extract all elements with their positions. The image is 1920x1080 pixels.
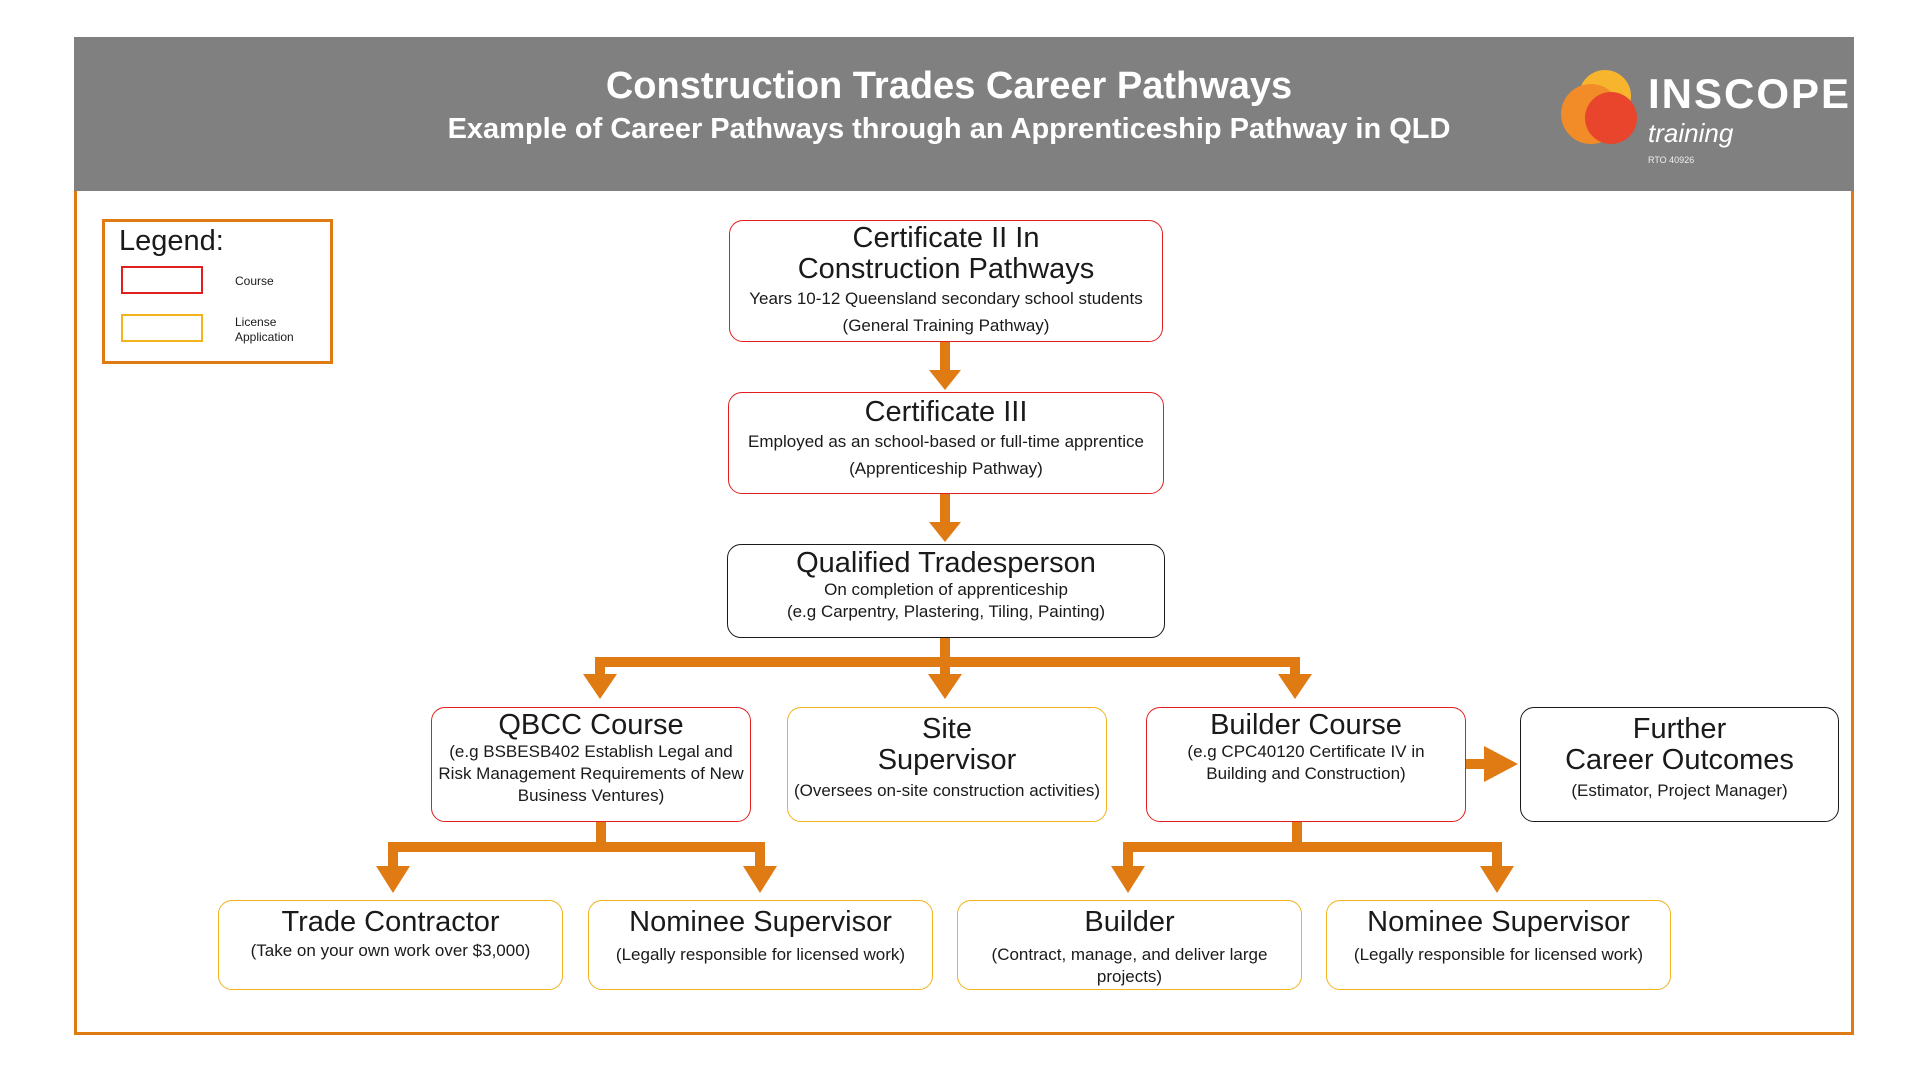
legend-license-swatch (121, 314, 203, 342)
arrow-to-site (928, 674, 962, 699)
node-site: Site Supervisor (Oversees on-site constr… (787, 707, 1107, 822)
node-builder-course: Builder Course (e.g CPC40120 Certificate… (1146, 707, 1466, 822)
node-cert2-desc: Years 10-12 Queensland secondary school … (749, 289, 1143, 335)
node-further: Further Career Outcomes (Estimator, Proj… (1520, 707, 1839, 822)
node-nominee-supervisor-2-desc: (Legally responsible for licensed work) (1353, 945, 1644, 964)
node-cert2-title: Certificate II In Construction Pathways (797, 222, 1095, 285)
node-trade-contractor: Trade Contractor (Take on your own work … (218, 900, 563, 990)
header-banner: Construction Trades Career Pathways Exam… (74, 37, 1854, 191)
node-cert3-desc: Employed as an school-based or full-time… (748, 432, 1144, 478)
legend-license-label: License Application (235, 315, 294, 344)
node-further-desc: (Estimator, Project Manager) (1571, 781, 1788, 800)
node-qbcc-title: QBCC Course (498, 709, 684, 741)
arrow-to-nominee2 (1480, 866, 1514, 893)
arrow-cert3-qualified (929, 522, 961, 542)
node-nominee-supervisor-2: Nominee Supervisor (Legally responsible … (1326, 900, 1671, 990)
node-builder-course-title: Builder Course (1210, 709, 1402, 741)
node-trade-contractor-desc: (Take on your own work over $3,000) (250, 941, 531, 960)
node-qualified-title: Qualified Tradesperson (796, 547, 1096, 579)
node-nominee-supervisor-2-title: Nominee Supervisor (1367, 906, 1630, 938)
arrow-to-trade-contractor (376, 866, 410, 893)
node-nominee-supervisor-1-desc: (Legally responsible for licensed work) (615, 945, 906, 964)
node-builder-title: Builder (1084, 906, 1175, 938)
arrow-to-qbcc (583, 674, 617, 699)
node-qbcc: QBCC Course (e.g BSBESB402 Establish Leg… (431, 707, 751, 822)
node-builder: Builder (Contract, manage, and deliver l… (957, 900, 1302, 990)
node-further-title: Further Career Outcomes (1565, 713, 1794, 776)
legend: Legend: Course License Application (102, 219, 333, 364)
legend-title: Legend: (119, 225, 224, 257)
node-cert3-title: Certificate III (864, 396, 1028, 428)
logo-sub: training (1648, 118, 1734, 148)
page-subtitle: Example of Career Pathways through an Ap… (447, 113, 1451, 145)
node-site-title: Site Supervisor (877, 713, 1017, 776)
page-title: Construction Trades Career Pathways (605, 65, 1293, 107)
node-site-desc: (Oversees on-site construction activitie… (793, 781, 1101, 800)
arrow-to-builder (1111, 866, 1145, 893)
inscope-logo-icon (1561, 70, 1637, 144)
node-cert2: Certificate II In Construction Pathways … (729, 220, 1163, 342)
node-qbcc-desc: (e.g BSBESB402 Establish Legal and Risk … (438, 742, 744, 805)
arrow-to-builder-course (1278, 674, 1312, 699)
node-trade-contractor-title: Trade Contractor (281, 906, 500, 938)
node-builder-course-desc: (e.g CPC40120 Certificate IV in Building… (1187, 742, 1425, 783)
logo-name: INSCOPE (1648, 70, 1852, 117)
node-qualified-desc: On completion of apprenticeship (e.g Car… (786, 580, 1106, 621)
node-qualified: Qualified Tradesperson On completion of … (727, 544, 1165, 638)
node-nominee-supervisor-1: Nominee Supervisor (Legally responsible … (588, 900, 933, 990)
arrow-to-further (1484, 746, 1518, 782)
node-cert3: Certificate III Employed as an school-ba… (728, 392, 1164, 494)
diagram-frame (74, 37, 1854, 1035)
arrow-to-nominee1 (743, 866, 777, 893)
arrow-cert2-cert3 (929, 370, 961, 390)
node-nominee-supervisor-1-title: Nominee Supervisor (629, 906, 892, 938)
legend-course-label: Course (235, 274, 274, 288)
legend-course-swatch (121, 266, 203, 294)
node-builder-desc: (Contract, manage, and deliver large pro… (991, 945, 1268, 986)
logo-rto: RTO 40926 (1648, 155, 1695, 165)
